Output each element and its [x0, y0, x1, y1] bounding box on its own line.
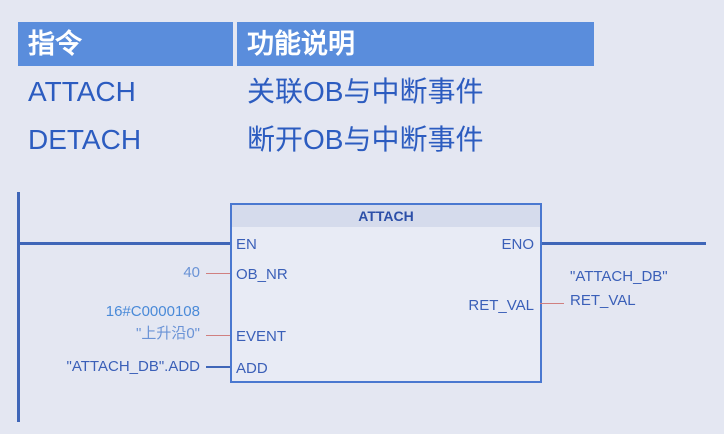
pin-ob-nr: OB_NR — [236, 266, 288, 283]
pin-ret-val: RET_VAL — [468, 297, 534, 314]
ret-db-value: "ATTACH_DB" — [570, 268, 668, 285]
pin-event: EVENT — [236, 328, 287, 345]
event-name-value: "上升沿0" — [136, 325, 200, 342]
add-wire — [206, 366, 230, 368]
row-detach-instruction: DETACH — [28, 124, 142, 155]
row-detach-description: 断开OB与中断事件 — [247, 124, 484, 155]
event-wire — [206, 335, 230, 336]
ob-nr-value: 40 — [183, 264, 200, 281]
ret-val-value: RET_VAL — [570, 292, 636, 309]
pin-eno: ENO — [501, 236, 534, 253]
header-instruction: 指令 — [18, 22, 233, 66]
en-wire — [20, 242, 230, 245]
block-title: ATTACH — [232, 205, 540, 227]
event-hex-value: 16#C0000108 — [105, 303, 200, 320]
header-description: 功能说明 — [237, 22, 594, 66]
ret-val-wire — [540, 303, 564, 304]
add-value: "ATTACH_DB".ADD — [66, 358, 200, 375]
ob-nr-wire — [206, 273, 230, 274]
row-attach-instruction: ATTACH — [28, 76, 136, 107]
pin-add: ADD — [236, 360, 268, 377]
power-rail — [17, 192, 20, 422]
attach-block[interactable]: ATTACH — [230, 203, 542, 383]
eno-wire — [540, 242, 706, 245]
row-attach-description: 关联OB与中断事件 — [247, 76, 484, 107]
pin-en: EN — [236, 236, 257, 253]
